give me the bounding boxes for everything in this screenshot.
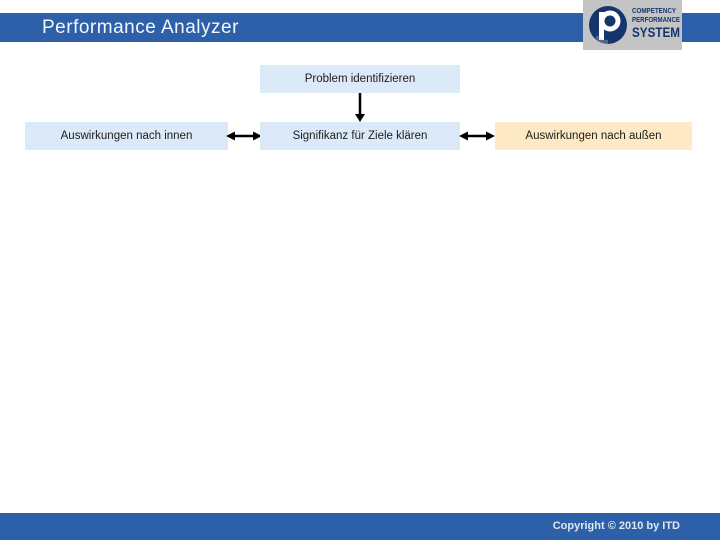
page-title: Performance Analyzer <box>42 17 239 38</box>
double-arrow-right-icon <box>459 131 495 141</box>
arrow-down-icon <box>355 93 365 122</box>
flowchart-box-auswirkungen-aussen: Auswirkungen nach außen <box>495 122 692 150</box>
flowchart-box-problem: Problem identifizieren <box>260 65 460 93</box>
logo-text-line3: SYSTEM <box>632 25 680 40</box>
competency-performance-system-logo-icon: COMPETENCY PERFORMANCE SYSTEM <box>589 6 680 44</box>
flowchart-box-problem-label: Problem identifizieren <box>304 73 416 85</box>
double-arrow-left-icon <box>226 131 262 141</box>
copyright-text: Copyright © 2010 by ITD <box>552 520 680 532</box>
footer-bar: Copyright © 2010 by ITD <box>0 513 720 540</box>
flowchart-box-auswirkungen-innen: Auswirkungen nach innen <box>25 122 228 150</box>
logo-text-line2: PERFORMANCE <box>632 15 680 24</box>
flowchart-box-signifikanz: Signifikanz für Ziele klären <box>260 122 460 150</box>
flowchart-box-auswirkungen-innen-label: Auswirkungen nach innen <box>60 130 193 142</box>
flowchart-box-signifikanz-label: Signifikanz für Ziele klären <box>292 130 428 142</box>
logo-text-line1: COMPETENCY <box>632 6 676 15</box>
logo: COMPETENCY PERFORMANCE SYSTEM <box>583 0 682 50</box>
flowchart-box-auswirkungen-aussen-label: Auswirkungen nach außen <box>525 130 662 142</box>
